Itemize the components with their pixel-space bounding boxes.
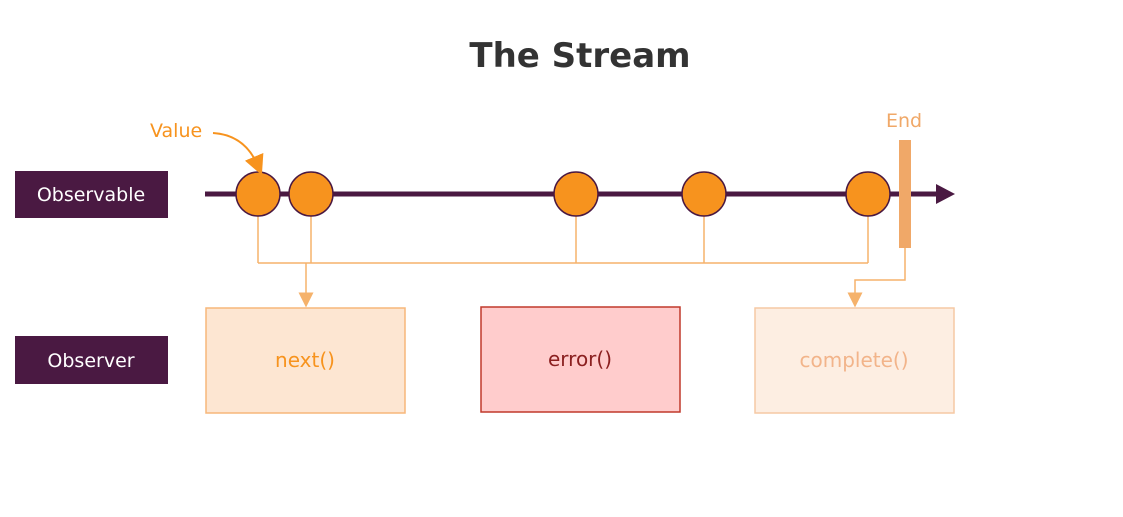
value-annotation: Value xyxy=(150,120,264,176)
diagram-title: The Stream xyxy=(469,36,690,76)
value-dot xyxy=(681,171,727,217)
next-box: next() xyxy=(205,307,406,414)
value-dots xyxy=(235,171,891,217)
error-box: error() xyxy=(480,306,681,413)
connectors xyxy=(257,216,906,308)
error-label: error() xyxy=(548,347,612,371)
complete-box: complete() xyxy=(754,307,955,414)
timeline-arrowhead xyxy=(936,184,955,204)
value-dot xyxy=(235,171,281,217)
value-dot xyxy=(288,171,334,217)
observable-tag: Observable xyxy=(15,171,168,218)
observer-label: Observer xyxy=(47,350,134,372)
value-label: Value xyxy=(150,120,202,142)
value-pointer-arrow xyxy=(212,132,264,176)
end-marker xyxy=(899,140,911,248)
complete-connector-arrow xyxy=(847,248,906,308)
complete-label: complete() xyxy=(799,348,908,372)
value-dot xyxy=(553,171,599,217)
end-label: End xyxy=(886,110,922,132)
observer-tag: Observer xyxy=(15,336,168,384)
next-label: next() xyxy=(275,348,335,372)
value-dot xyxy=(845,171,891,217)
observable-label: Observable xyxy=(37,184,145,206)
